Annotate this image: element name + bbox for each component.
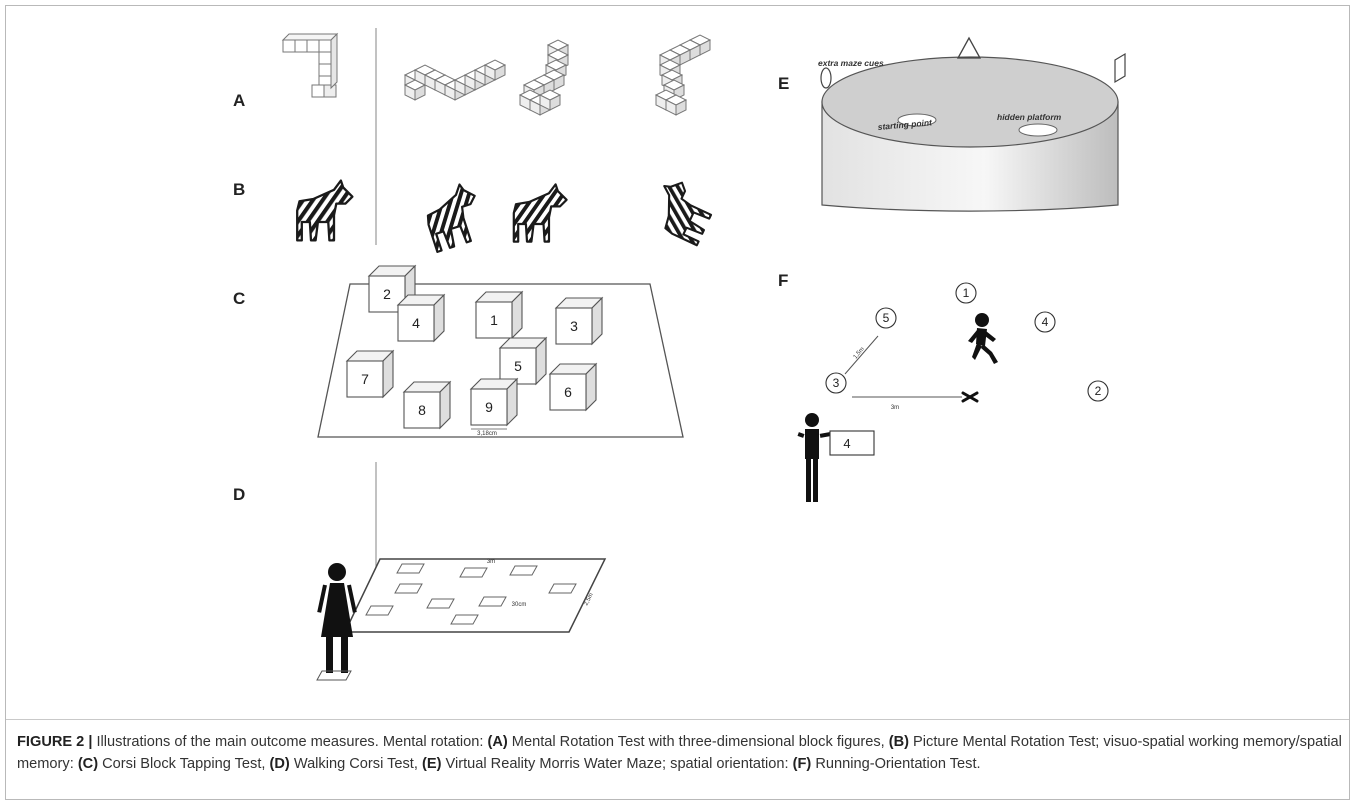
corsi-block-label: 7 [361, 371, 369, 387]
panel-label-a: A [233, 91, 246, 110]
cue-ellipse-icon [820, 67, 832, 89]
corsi-block-label: 9 [485, 399, 493, 415]
block-figure-option-3 [655, 34, 711, 116]
walking-corsi-spacing-label: 30cm [512, 602, 527, 608]
panel-label-c: C [233, 289, 246, 308]
corsi-block-label: 2 [383, 286, 391, 302]
caption-text: Mental Rotation Test with three-dimensio… [507, 734, 889, 750]
figure-drawing: 2 4 1 3 5 7 8 9 6 3,18cm 3m 30cm [281, 28, 1126, 681]
caption-text: Virtual Reality Morris Water Maze; spati… [441, 756, 793, 772]
water-maze-extra-cues-label: extra maze cues [818, 58, 884, 68]
water-maze-starting-point-label: starting point [877, 117, 933, 132]
running-orientation-card-number: 4 [843, 436, 850, 451]
walking-corsi-width-label: 3m [487, 559, 495, 565]
corsi-block-label: 4 [412, 315, 420, 331]
walking-corsi-depth-label: 2,5m [583, 592, 595, 607]
caption-ref-e: (E) [421, 756, 442, 772]
caption-ref-b: (B) [888, 734, 909, 750]
cue-triangle-icon [956, 36, 982, 59]
corsi-dimension-label: 3,18cm [477, 431, 497, 437]
panel-label-e: E [778, 74, 790, 93]
woman-figure [317, 563, 357, 673]
caption-text: Corsi Block Tapping Test, [98, 756, 270, 772]
corsi-block-label: 6 [564, 384, 572, 400]
water-maze-hidden-platform-label: hidden platform [997, 112, 1062, 122]
running-orientation-card [829, 430, 875, 456]
caption-text: Illustrations of the main outcome measur… [92, 734, 488, 750]
target-x-icon [961, 391, 979, 403]
block-figure-reference [281, 32, 339, 98]
corsi-block-label: 1 [490, 312, 498, 328]
zebra-reference [296, 179, 354, 242]
caption-text: Running-Orientation Test. [811, 756, 981, 772]
caption-ref-d: (D) [269, 756, 290, 772]
caption-text: Walking Corsi Test, [289, 756, 422, 772]
running-person-icon [968, 313, 998, 364]
zebra-option-3 [646, 175, 720, 247]
caption-ref-a: (A) [487, 734, 508, 750]
standing-person-icon [797, 413, 831, 502]
panel-label-d: D [233, 485, 246, 504]
caption-figure-label: FIGURE 2 | [17, 734, 93, 750]
caption-text: Picture Mental Rotation Test; visuo-spat… [17, 734, 1342, 772]
panel-label-f: F [778, 271, 789, 290]
corsi-blocks [345, 264, 604, 430]
cue-rhombus-icon [1114, 52, 1126, 84]
running-orientation-marker: 3 [833, 376, 840, 390]
corsi-block-label: 5 [514, 358, 522, 374]
corsi-block-label: 3 [570, 318, 578, 334]
running-orientation-marker: 5 [883, 311, 890, 325]
block-figure-option-1 [404, 59, 506, 101]
running-orientation-marker: 1 [963, 286, 970, 300]
zebra-option-1 [418, 180, 489, 253]
running-orientation-horizontal-label: 3m [891, 405, 899, 411]
caption-divider [6, 719, 1349, 720]
panel-label-b: B [233, 180, 246, 199]
figure-frame [5, 5, 1350, 800]
running-orientation-marker: 2 [1095, 384, 1102, 398]
caption-ref-c: (C) [77, 756, 99, 772]
figure-caption: FIGURE 2 | Illustrations of the main out… [17, 731, 1342, 775]
block-figure-option-2 [519, 39, 569, 116]
figure-illustration: A B C D E F [233, 28, 1126, 681]
running-orientation-marker: 4 [1042, 315, 1049, 329]
corsi-block-label: 8 [418, 402, 426, 418]
zebra-option-2 [512, 183, 568, 243]
caption-ref-f: (F) [792, 756, 812, 772]
